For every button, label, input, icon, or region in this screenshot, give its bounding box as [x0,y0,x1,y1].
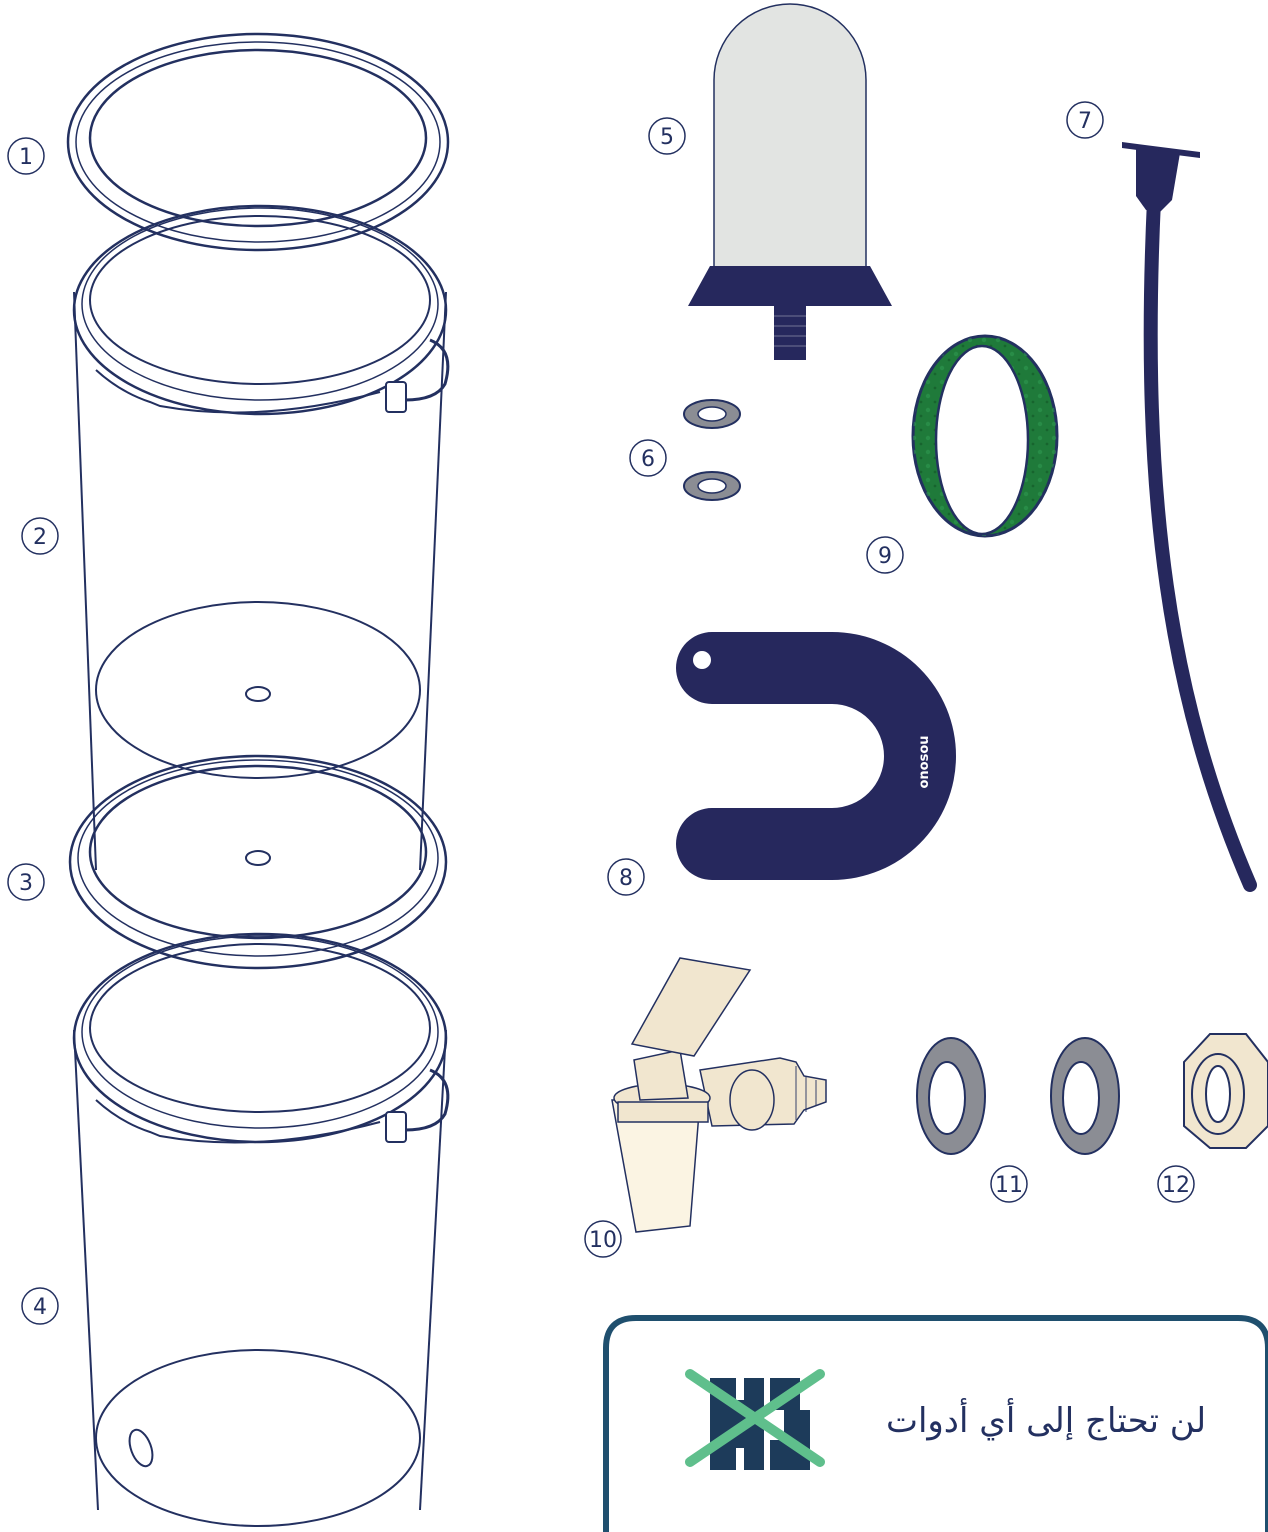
svg-text:4: 4 [33,1295,47,1320]
svg-text:9: 9 [878,544,892,569]
label-10: 10 [584,1220,622,1258]
lower-bucket [72,932,450,1527]
label-5: 5 [648,117,686,155]
ceramic-filter [688,3,892,360]
svg-text:11: 11 [995,1173,1023,1198]
label-8: 8 [607,858,645,896]
cleaning-tube [1122,142,1257,892]
tap-nut [1183,1033,1268,1149]
svg-text:7: 7 [1078,109,1092,134]
wrench-brand: onosou [917,735,932,788]
svg-text:3: 3 [19,871,33,896]
label-4: 1 [7,137,45,175]
notice-text: لن تحتاج إلى أي أدوات [886,1398,1206,1441]
svg-text:6: 6 [641,447,655,472]
label-6: 6 [629,439,667,477]
label-3: 2 [21,517,59,555]
label-9: 9 [866,536,904,574]
sponge-ring [911,334,1059,538]
label-12: 12 [1157,1165,1195,1203]
svg-text:8: 8 [619,866,633,891]
svg-text:2: 2 [33,525,47,550]
svg-text:5: 5 [660,125,674,150]
no-tools-icon [685,1369,825,1470]
label-2: 3 [7,863,45,901]
notice-box: لن تحتاج إلى أي أدوات [603,1315,1268,1532]
upper-bucket [72,204,450,871]
water-tap [611,957,827,1233]
svg-text:1: 1 [19,145,33,170]
bucket-lid [66,32,450,252]
label-7: 7 [1066,101,1104,139]
label-11: 11 [990,1165,1028,1203]
wrench: onosou [676,632,956,880]
label-1: 4 [21,1287,59,1325]
tap-washers [916,1037,1120,1155]
filter-washers [683,399,741,501]
svg-text:10: 10 [589,1228,617,1253]
lower-bucket-lid [68,754,448,970]
svg-text:12: 12 [1162,1173,1190,1198]
